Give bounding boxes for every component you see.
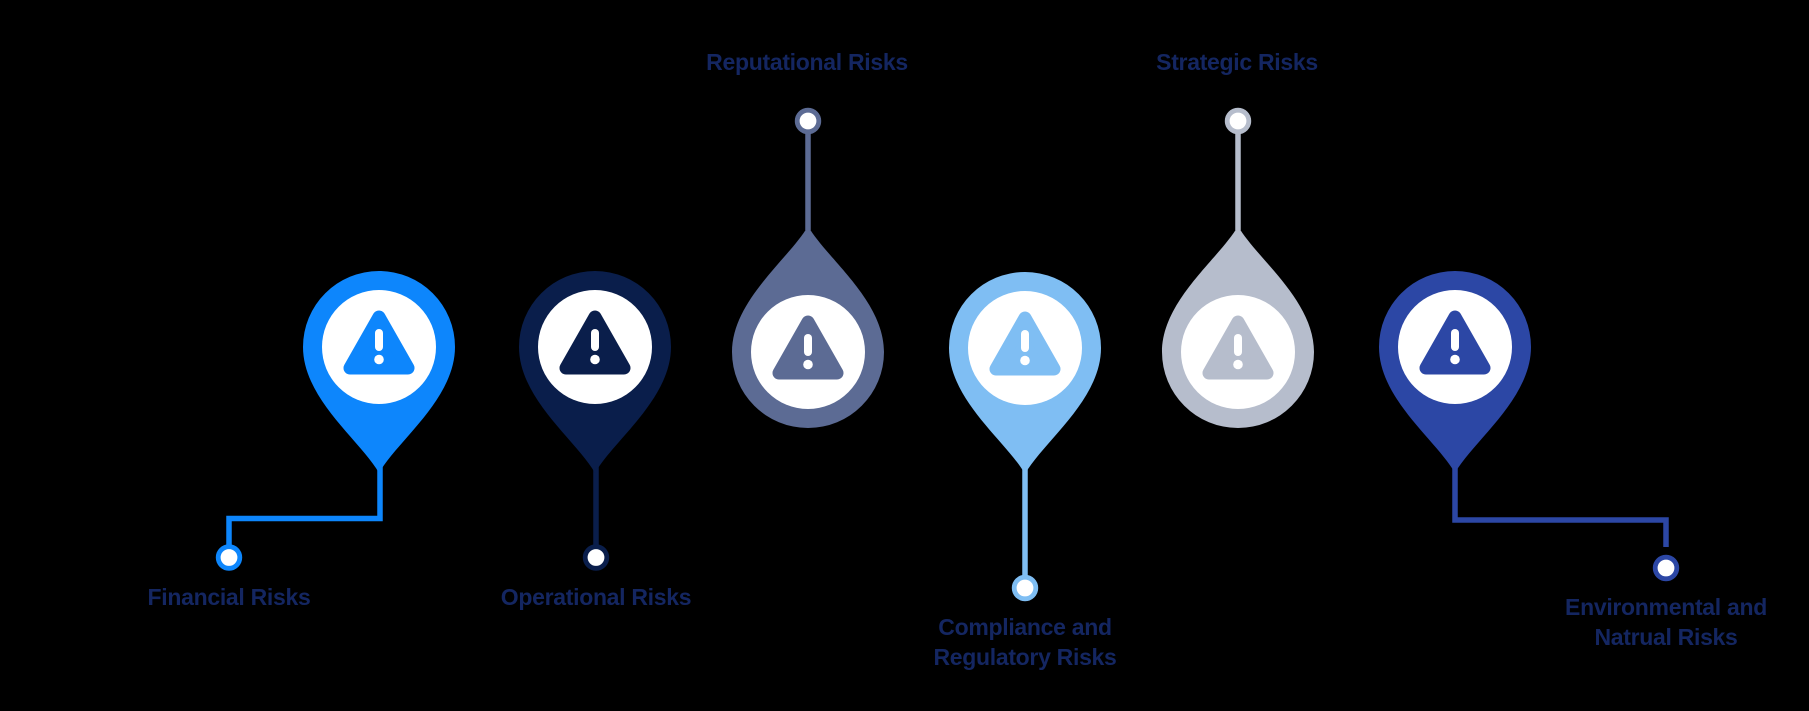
label-strategic: Strategic Risks <box>1156 47 1318 77</box>
warning-triangle-icon <box>772 315 844 380</box>
label-line: Reputational Risks <box>706 49 908 75</box>
endpoint-dot <box>1652 554 1680 582</box>
label-line: Environmental and <box>1565 594 1767 620</box>
warning-triangle-icon <box>1202 315 1274 380</box>
label-line: Natrual Risks <box>1594 624 1738 650</box>
endpoint-dot <box>794 107 822 135</box>
label-line: Compliance and <box>938 614 1112 640</box>
endpoint-dot <box>1011 574 1039 602</box>
label-line: Operational Risks <box>500 584 692 610</box>
label-environmental: Environmental and Natrual Risks <box>1565 592 1767 652</box>
warning-triangle-icon <box>343 310 415 375</box>
connector-line <box>226 466 383 547</box>
label-line: Strategic Risks <box>1156 49 1318 75</box>
label-line: Financial Risks <box>147 584 311 610</box>
endpoint-dot <box>1224 107 1252 135</box>
endpoint-dot <box>215 544 243 571</box>
label-financial: Financial Risks <box>148 582 311 612</box>
pin-operational <box>519 271 671 571</box>
pin-financial <box>215 271 455 571</box>
label-operational: Operational Risks <box>500 582 692 612</box>
pin-strategic <box>1162 107 1314 428</box>
label-compliance: Compliance and Regulatory Risks <box>933 612 1116 672</box>
connector-line <box>1452 466 1669 547</box>
pin-environmental <box>1379 271 1680 582</box>
pin-reputational <box>732 107 884 428</box>
label-reputational: Reputational Risks <box>706 47 908 77</box>
label-line: Regulatory Risks <box>933 644 1117 670</box>
pin-compliance <box>949 272 1101 602</box>
warning-triangle-icon <box>1419 310 1491 375</box>
warning-triangle-icon <box>559 310 631 375</box>
endpoint-dot <box>582 544 610 571</box>
warning-triangle-icon <box>989 311 1061 376</box>
